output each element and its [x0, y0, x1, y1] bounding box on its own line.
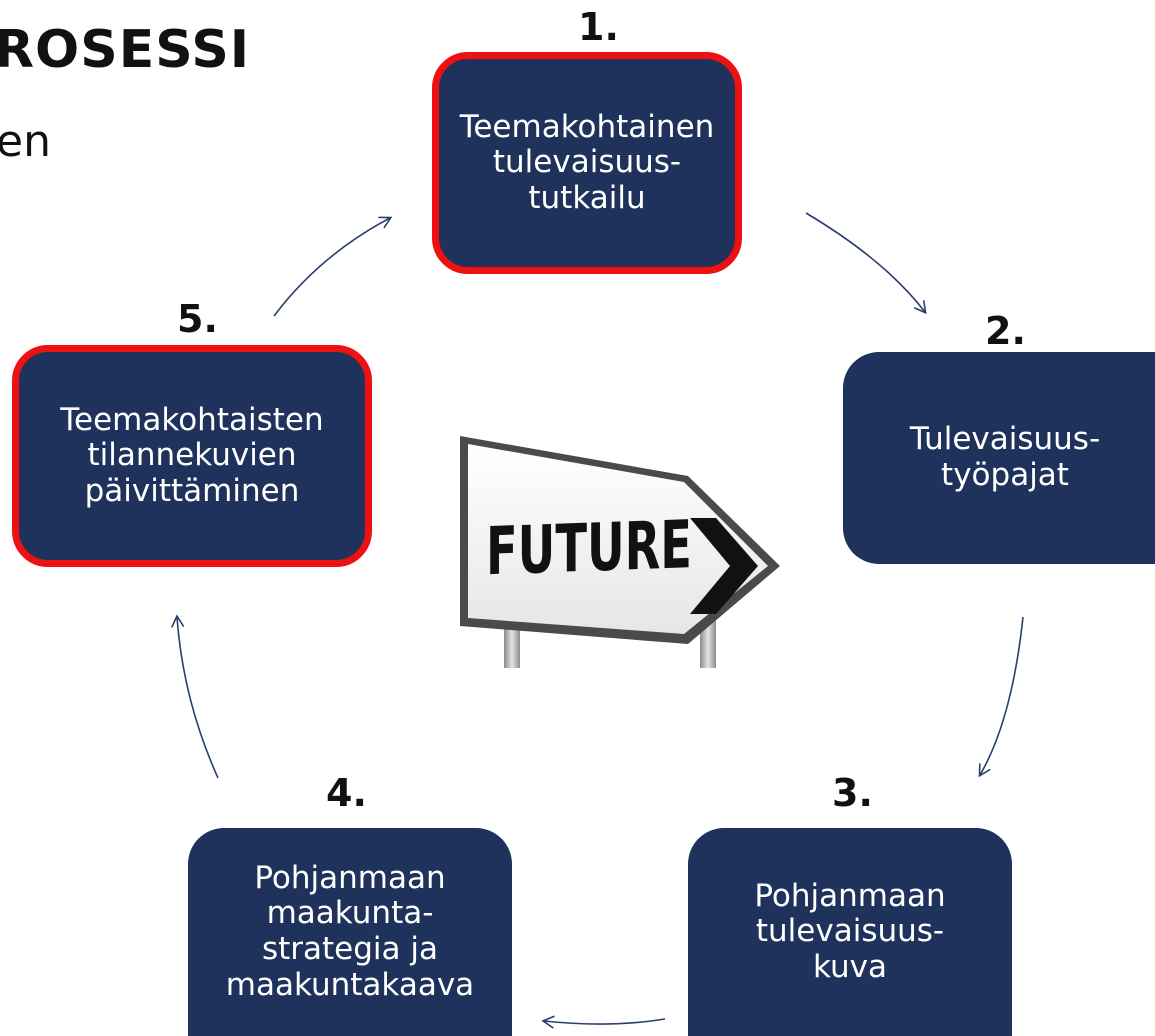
- future-signpost-icon: FUTURE: [438, 430, 788, 674]
- step-4-box: Pohjanmaan maakunta- strategia ja maakun…: [188, 828, 512, 1036]
- step-1-box: Teemakohtainen tulevaisuus- tutkailu: [432, 52, 742, 274]
- arrow-2-to-3: [978, 616, 1024, 778]
- step-3-box: Pohjanmaan tulevaisuus- kuva: [688, 828, 1012, 1036]
- arrow-3-to-4: [541, 1015, 666, 1029]
- step-5-number: 5.: [177, 297, 218, 341]
- step-4-number: 4.: [326, 771, 367, 815]
- step-1-number: 1.: [578, 5, 619, 49]
- page-title: ROSESSI: [0, 20, 251, 80]
- step-5-box: Teemakohtaisten tilannekuvien päivittämi…: [12, 345, 372, 567]
- page-subtitle: en: [0, 116, 51, 167]
- step-2-number: 2.: [985, 309, 1026, 353]
- arrow-1-to-2: [805, 212, 927, 315]
- arrow-4-to-5: [171, 614, 219, 779]
- step-1-label: Teemakohtainen tulevaisuus- tutkailu: [459, 108, 715, 216]
- step-4-label: Pohjanmaan maakunta- strategia ja maakun…: [225, 859, 475, 1003]
- step-3-number: 3.: [832, 771, 873, 815]
- step-2-box: Tulevaisuus- työpajat: [843, 352, 1155, 564]
- step-5-label: Teemakohtaisten tilannekuvien päivittämi…: [60, 401, 324, 509]
- arrow-5-to-1: [273, 216, 393, 317]
- sign-text: FUTURE: [486, 506, 692, 590]
- step-3-label: Pohjanmaan tulevaisuus- kuva: [754, 877, 946, 985]
- step-2-label: Tulevaisuus- työpajat: [909, 421, 1101, 493]
